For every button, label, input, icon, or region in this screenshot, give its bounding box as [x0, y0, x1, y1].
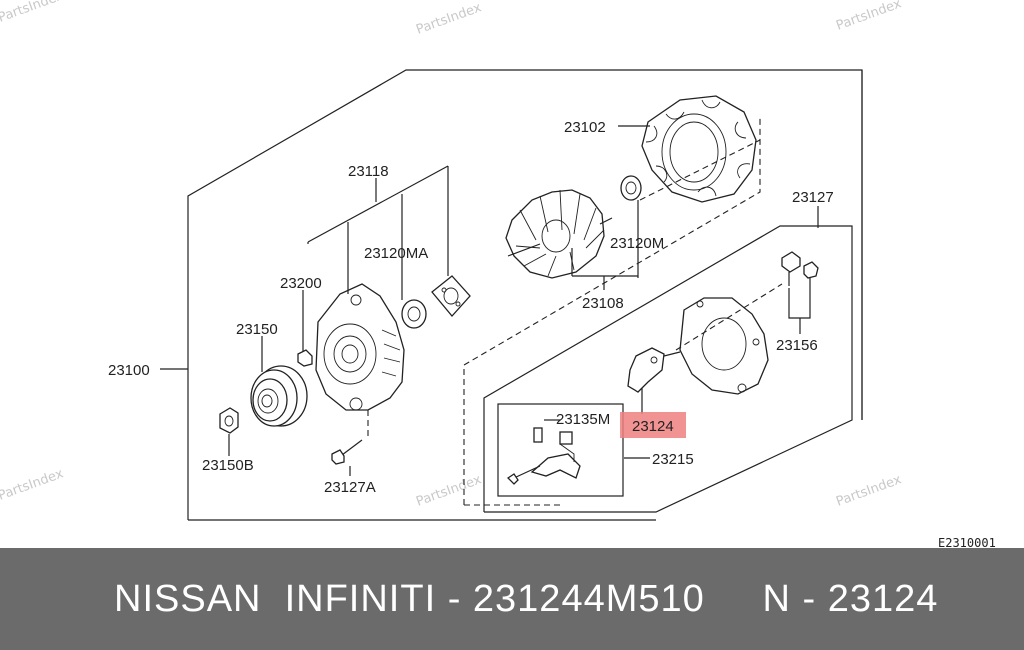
label-23150b[interactable]: 23150B: [202, 457, 254, 474]
watermark: PartsIndex: [0, 0, 66, 26]
stator: [641, 95, 757, 203]
front-bearing: [401, 299, 427, 329]
label-23215[interactable]: 23215: [652, 451, 694, 468]
footer-bar: NISSAN INFINITI - 231244M510 N - 23124: [0, 548, 1024, 650]
label-23124[interactable]: 23124: [632, 418, 674, 435]
pulley: [250, 365, 308, 427]
regulator: [627, 347, 681, 393]
bearing-retainer: [431, 275, 471, 317]
pulley-nut: [219, 407, 239, 434]
brush-holder: [506, 427, 581, 485]
rear-case-dashed-frame: [463, 118, 761, 505]
rear-case: [679, 297, 769, 395]
label-23127[interactable]: 23127: [792, 189, 834, 206]
brush-subframe: [497, 403, 624, 497]
rotor: [505, 189, 613, 279]
watermark: PartsIndex: [834, 0, 904, 34]
part-number-caption: NISSAN INFINITI - 231244M510 N - 23124: [114, 577, 939, 620]
assembly-frame: [187, 69, 863, 520]
label-23118[interactable]: 23118: [348, 163, 389, 180]
through-bolt: [331, 439, 363, 465]
case-bolt: [297, 349, 313, 367]
label-23120m[interactable]: 23120M: [610, 235, 664, 252]
label-23102[interactable]: 23102: [564, 119, 606, 136]
label-23150[interactable]: 23150: [236, 321, 278, 338]
rear-cover-subframe: [483, 225, 853, 513]
watermark: PartsIndex: [414, 0, 484, 38]
label-23200[interactable]: 23200: [280, 275, 322, 292]
watermark: PartsIndex: [0, 466, 66, 504]
label-23156[interactable]: 23156: [776, 337, 818, 354]
label-23100[interactable]: 23100: [108, 362, 150, 379]
label-23135m[interactable]: 23135M: [556, 411, 610, 428]
watermark: PartsIndex: [834, 472, 904, 510]
label-23120ma[interactable]: 23120MA: [364, 245, 428, 262]
diagram-code: E2310001: [938, 536, 996, 548]
selected-part-highlight[interactable]: [620, 412, 686, 438]
label-23127a[interactable]: 23127A: [324, 479, 376, 496]
watermark: PartsIndex: [414, 472, 484, 510]
parts-diagram: PartsIndex PartsIndex PartsIndex PartsIn…: [0, 0, 996, 548]
rear-bearing: [620, 175, 642, 201]
terminal-bolt: [781, 251, 819, 286]
label-23108[interactable]: 23108: [582, 295, 624, 312]
front-case: [315, 283, 405, 411]
